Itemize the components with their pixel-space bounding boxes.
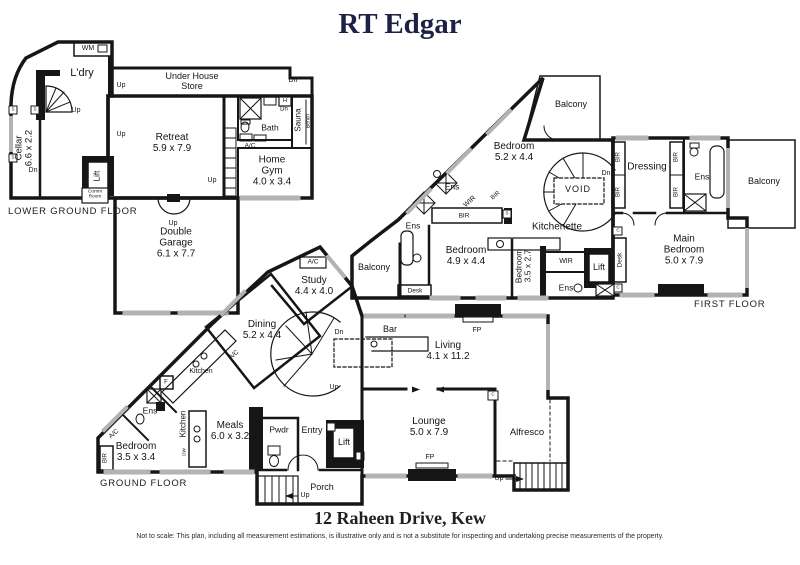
- marker-s-1: S: [11, 106, 15, 112]
- label-void: VOID: [564, 184, 592, 195]
- label-fp-living: FP: [472, 327, 482, 335]
- marker-s-4: S: [505, 210, 509, 216]
- label-bir-3: BIR: [673, 151, 680, 163]
- room-label-bedroom-35-27: Bedroom 3.5 x 2.7: [513, 248, 533, 284]
- stair-label-dn-cellar: Dn: [28, 167, 38, 175]
- label-bench: Bench: [305, 113, 312, 129]
- marker-s-2: S: [33, 106, 37, 112]
- label-bir-4: BIR: [673, 186, 680, 198]
- room-label-entry: Entry: [301, 425, 323, 436]
- stair-label-dn-ground: Dn: [334, 329, 344, 337]
- stair-label-dn-store: Dn: [288, 77, 298, 85]
- room-label-dining: Dining 5.2 x 4.4: [242, 319, 282, 341]
- room-label-alfresco: Alfresco: [509, 426, 545, 438]
- room-label-kitchenette: Kitchenette: [531, 221, 583, 233]
- room-label-balcony-top: Balcony: [554, 99, 588, 110]
- room-label-ens-4: Ens: [694, 171, 710, 182]
- stair-label-up-laundry: Up: [116, 82, 126, 90]
- marker-c-1: C: [616, 227, 620, 233]
- room-label-lift-first: Lift: [592, 262, 606, 273]
- stair-label-up-spiral-lg: Up: [71, 107, 81, 115]
- property-address: 12 Raheen Drive, Kew: [314, 508, 486, 528]
- room-label-wir-2: WIR: [559, 258, 573, 266]
- room-label-living: Living 4.1 x 11.2: [426, 340, 470, 362]
- stair-label-up-retreat: Up: [116, 131, 126, 139]
- room-label-sauna: Sauna: [293, 108, 303, 132]
- room-label-bar: Bar: [382, 324, 398, 335]
- room-label-cellar: Cellar 6.6 x 2.2: [13, 129, 35, 167]
- room-label-kitchen-vertical: Kitchen: [178, 410, 188, 438]
- room-label-pwdr: Pwdr: [269, 424, 289, 435]
- room-label-bedroom-35-34: Bedroom 3.5 x 3.4: [115, 441, 157, 463]
- lower-ground-floor-walls: [8, 40, 314, 316]
- room-label-balcony-left: Balcony: [357, 262, 391, 273]
- marker-s-3: S: [11, 154, 15, 160]
- ground-floor-walls: [96, 244, 570, 506]
- room-label-double-garage: Double Garage 6.1 x 7.7: [156, 226, 196, 260]
- room-label-main-bedroom: Main Bedroom 5.0 x 7.9: [663, 233, 705, 267]
- label-ac-study: A/C: [307, 258, 319, 266]
- first-floor-walls: [350, 75, 796, 301]
- room-label-bedroom-52: Bedroom 5.2 x 4.4: [493, 141, 535, 163]
- room-label-bedroom-49: Bedroom 4.9 x 4.4: [445, 245, 487, 267]
- brand-title: RT Edgar: [338, 8, 462, 40]
- room-label-porch: Porch: [310, 482, 334, 493]
- room-label-kitchen-small: Kitchen: [189, 368, 213, 376]
- caption-lower-ground-floor: LOWER GROUND FLOOR: [8, 206, 138, 217]
- label-h: H: [283, 97, 287, 104]
- room-label-bath: Bath: [261, 122, 279, 133]
- caption-ground-floor: GROUND FLOOR: [100, 478, 188, 489]
- room-label-ens-1: Ens: [444, 181, 460, 192]
- label-dw: DW: [181, 448, 187, 456]
- room-label-under-house-store: Under House Store: [165, 71, 219, 91]
- label-bir-2: BIR: [615, 186, 622, 198]
- marker-c-2: C: [616, 284, 620, 290]
- room-label-retreat: Retreat 5.9 x 7.9: [152, 132, 192, 154]
- label-ac-lower-ground: A/C: [244, 142, 256, 150]
- label-bir-ground: BIR: [102, 452, 109, 464]
- marker-c-3: C: [491, 391, 495, 397]
- label-desk-vertical: Desk: [616, 252, 624, 268]
- label-f: F: [164, 379, 168, 386]
- stair-label-up-gym: Up: [207, 177, 217, 185]
- stair-label-up-ground: Up: [329, 384, 339, 392]
- caption-first-floor: FIRST FLOOR: [694, 299, 766, 310]
- room-label-ens-ground: Ens: [142, 405, 158, 416]
- stair-label-dn-first: Dn: [601, 170, 611, 178]
- room-label-lounge: Lounge 5.0 x 7.9: [409, 416, 449, 438]
- room-label-study: Study 4.4 x 4.0: [294, 275, 334, 297]
- stair-label-dn-bath: Dn: [280, 106, 288, 113]
- room-label-laundry: L'dry: [70, 66, 94, 79]
- room-label-lift-lg: Lift: [92, 170, 102, 182]
- label-desk-left: Desk: [407, 287, 423, 295]
- room-label-ens-2: Ens: [405, 220, 421, 231]
- label-bir-strip: BIR: [458, 212, 470, 220]
- room-label-ens-3: Ens: [558, 282, 574, 293]
- room-label-meals: Meals 6.0 x 3.2: [210, 420, 250, 442]
- room-label-balcony-right: Balcony: [747, 176, 781, 187]
- room-label-lift-ground: Lift: [337, 437, 351, 448]
- label-wm: WM: [81, 45, 95, 53]
- stair-label-up-garage: Up: [168, 220, 178, 228]
- room-label-comm-room: Comm Room: [87, 189, 103, 200]
- room-label-dressing: Dressing: [627, 161, 667, 173]
- label-bir-1: BIR: [615, 151, 622, 163]
- disclaimer-text: Not to scale: This plan, including all m…: [136, 533, 664, 540]
- stair-label-up-alfresco: Up: [494, 475, 504, 483]
- stair-label-up-porch: Up: [300, 492, 310, 500]
- label-fp-lounge: FP: [425, 454, 435, 462]
- room-label-home-gym: Home Gym 4.0 x 3.4: [252, 154, 292, 188]
